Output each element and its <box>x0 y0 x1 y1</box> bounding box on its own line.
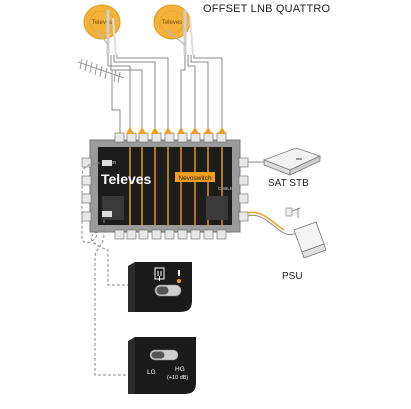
signal-direction-arrows <box>126 127 226 134</box>
psu-label: PSU <box>282 271 303 282</box>
product-label-box <box>175 172 215 182</box>
detail-panel-power <box>128 262 192 312</box>
right-connectors <box>238 157 249 222</box>
status-indicator-icon <box>177 270 181 283</box>
hg-sub-label: (+10 dB) <box>167 375 188 381</box>
brand-logo: Televes <box>101 171 152 187</box>
svg-text:Televes: Televes <box>162 20 182 26</box>
psu-icon <box>247 207 327 259</box>
multiswitch-device: Televes Nevoswitch TERR CABLE <box>81 127 249 240</box>
dish-left-icon: Televes <box>83 4 121 56</box>
product-label: Nevoswitch <box>178 175 212 182</box>
cable-tag: CABLE <box>218 186 233 191</box>
device-switch-bottom-icon <box>102 211 112 217</box>
detail-panel-gain: LG HG (+10 dB) <box>128 337 196 394</box>
top-connectors <box>114 132 227 143</box>
terrestrial-antenna-icon <box>77 58 125 84</box>
dish-right-icon: Televes <box>153 4 194 56</box>
hg-label: HG <box>175 366 185 373</box>
svg-text:Televes: Televes <box>92 20 112 26</box>
device-switch-top-icon <box>102 160 112 166</box>
lg-label: LG <box>147 369 156 376</box>
bottom-connectors <box>114 229 227 240</box>
sat-stb-icon <box>248 147 322 176</box>
sat-stb-label: SAT STB <box>268 178 309 189</box>
lnb-cables <box>107 55 223 140</box>
power-toggle-knob <box>156 286 169 295</box>
diagram-title: OFFSET LNB QUATTRO <box>203 3 331 15</box>
power-plug-icon <box>154 267 165 281</box>
gain-toggle-knob <box>151 351 165 359</box>
callout-lines <box>81 162 130 376</box>
